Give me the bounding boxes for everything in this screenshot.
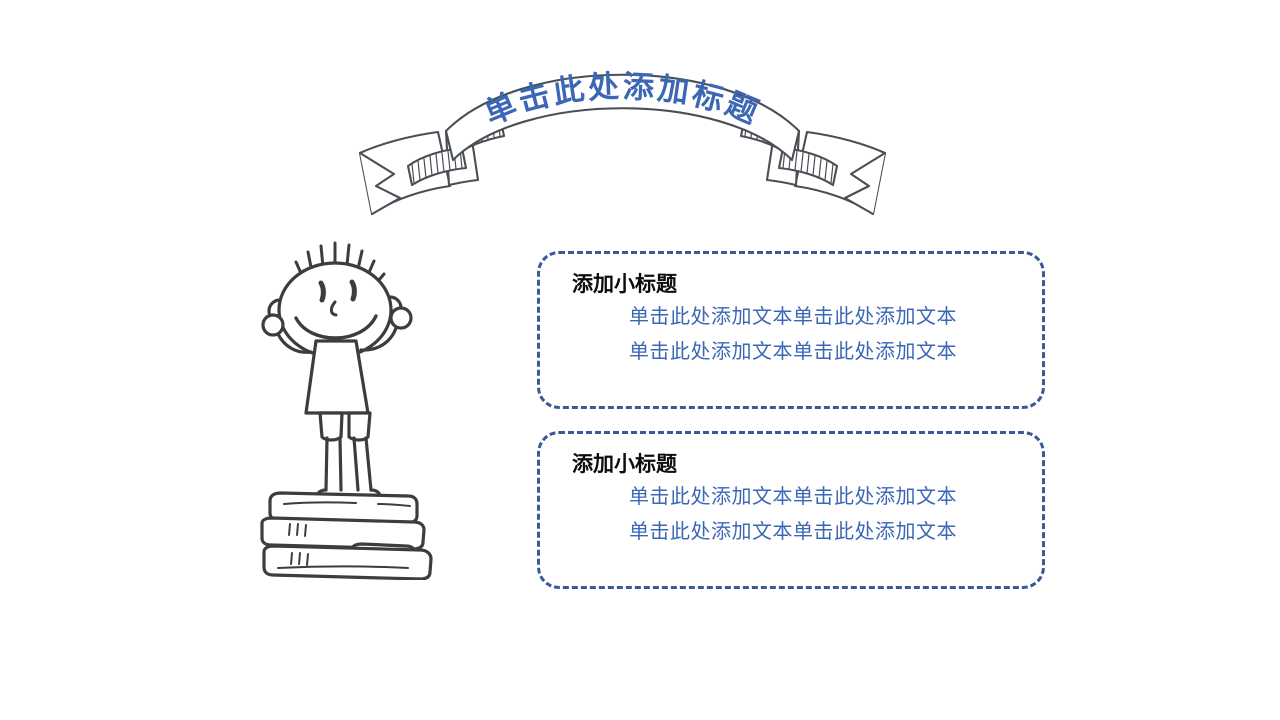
content-box-1[interactable]: 添加小标题 单击此处添加文本单击此处添加文本 单击此处添加文本单击此处添加文本: [537, 251, 1045, 409]
child-standing-on-books-icon: [260, 241, 433, 580]
content-box-2-line-2: 单击此处添加文本单击此处添加文本: [629, 518, 957, 543]
content-box-1-line-2: 单击此处添加文本单击此处添加文本: [629, 338, 957, 363]
content-box-1-body: 单击此处添加文本单击此处添加文本 单击此处添加文本单击此处添加文本: [570, 299, 1016, 368]
child-on-books-illustration[interactable]: [248, 232, 444, 580]
content-box-2-line-1: 单击此处添加文本单击此处添加文本: [629, 484, 957, 509]
content-box-1-heading: 添加小标题: [572, 272, 677, 296]
content-box-2-body: 单击此处添加文本单击此处添加文本 单击此处添加文本单击此处添加文本: [570, 479, 1016, 548]
content-box-2[interactable]: 添加小标题 单击此处添加文本单击此处添加文本 单击此处添加文本单击此处添加文本: [537, 431, 1045, 589]
content-box-2-heading: 添加小标题: [572, 452, 677, 476]
ribbon-banner-icon: [358, 73, 887, 216]
content-box-1-line-1: 单击此处添加文本单击此处添加文本: [629, 304, 957, 329]
banner-ribbon[interactable]: 单击此处添加标题: [350, 28, 895, 223]
